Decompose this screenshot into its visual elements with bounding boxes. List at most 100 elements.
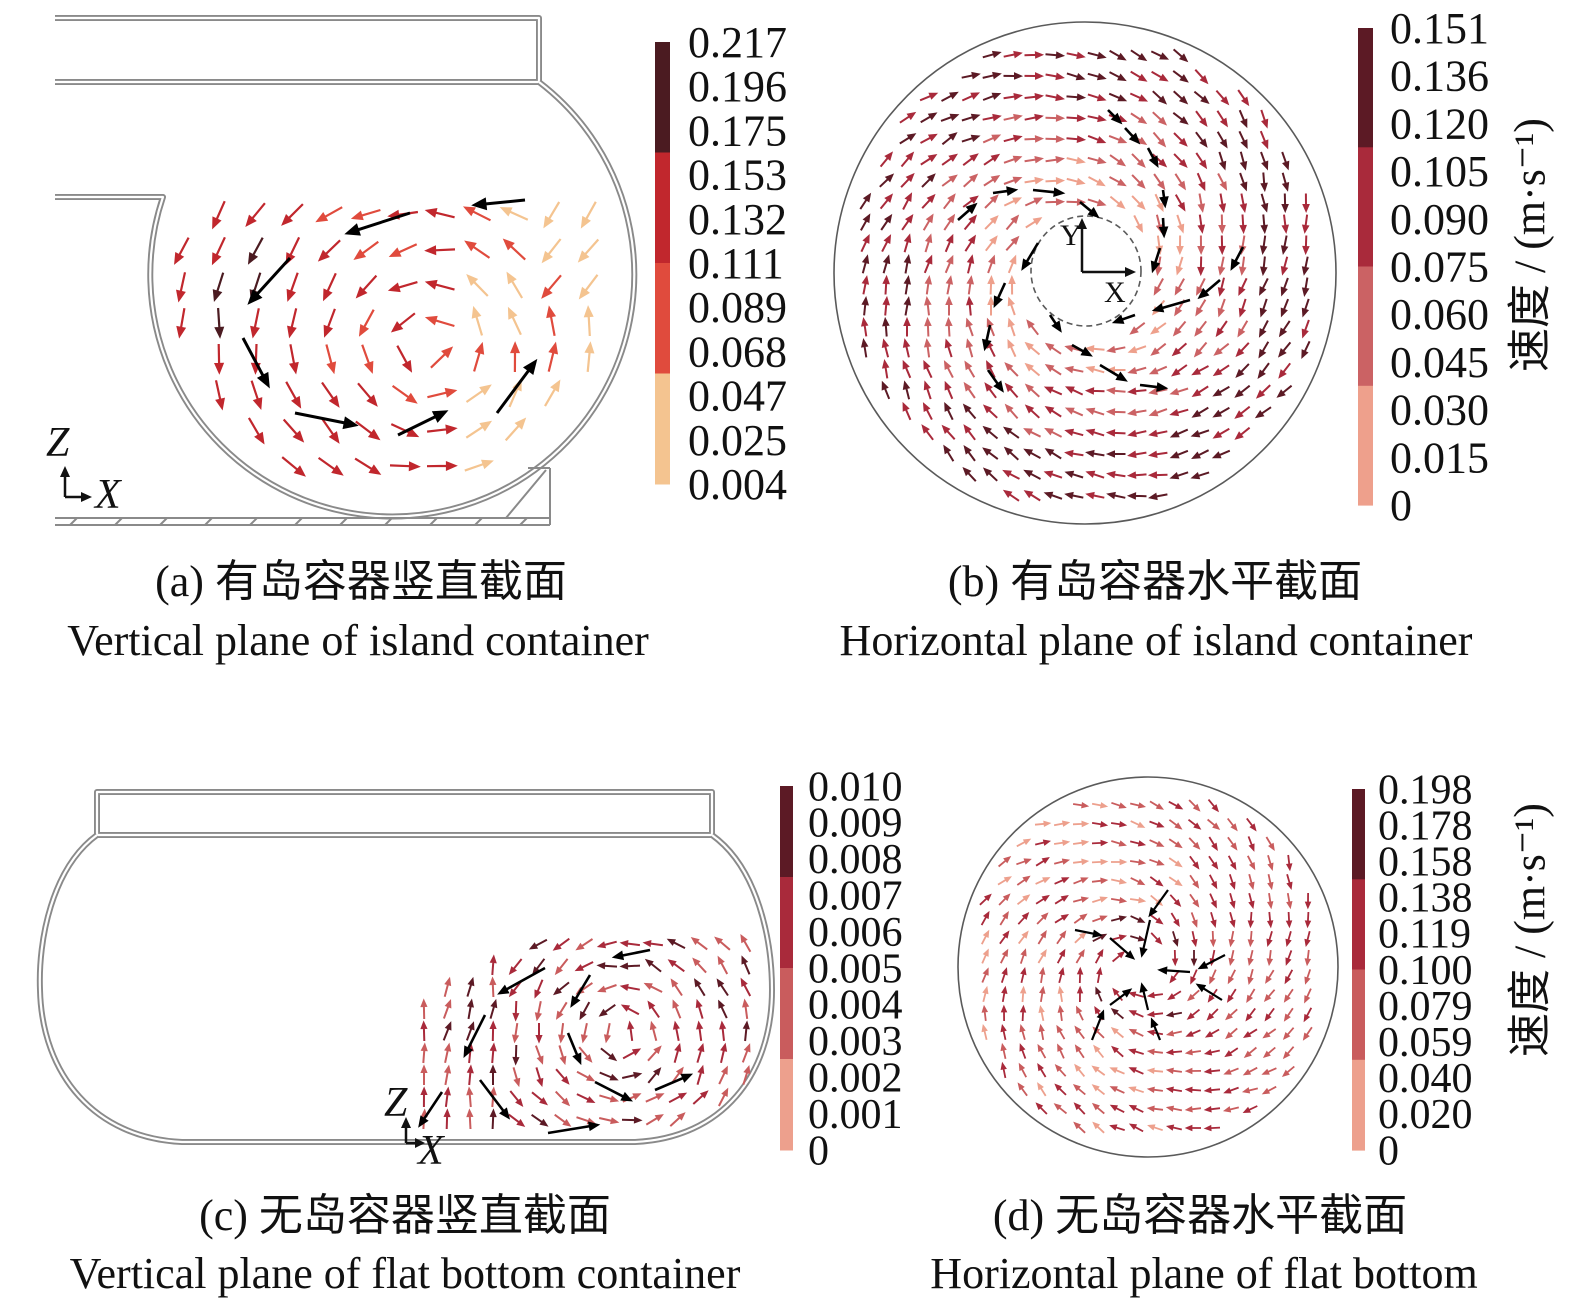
velocity-vector — [552, 981, 570, 996]
velocity-vector — [552, 937, 570, 951]
velocity-vector — [1146, 1086, 1164, 1093]
velocity-vector — [575, 938, 594, 951]
velocity-vector — [1128, 1086, 1144, 1094]
velocity-vector — [1003, 446, 1019, 461]
velocity-vector — [1127, 450, 1147, 459]
velocity-vector — [986, 360, 996, 379]
velocity-vector — [1203, 1067, 1221, 1075]
velocity-vector — [882, 254, 891, 274]
velocity-vector — [1222, 1106, 1240, 1113]
velocity-vector — [499, 207, 529, 221]
velocity-vector — [1023, 428, 1042, 438]
velocity-vector — [1152, 90, 1168, 105]
velocity-vector — [174, 237, 190, 265]
velocity-vector — [535, 1023, 543, 1044]
colorbar-tick-label: 0.008 — [808, 837, 903, 883]
velocity-vector — [695, 998, 704, 1019]
velocity-vector — [1043, 491, 1063, 500]
velocity-vector — [1276, 384, 1293, 398]
velocity-vector — [576, 1070, 596, 1082]
panel-a: Z X 0.2170.1960.1750.1530.1320.1110.0890… — [46, 15, 787, 665]
velocity-vector — [987, 254, 996, 274]
velocity-vector — [984, 194, 999, 209]
velocity-vector — [1044, 406, 1062, 418]
velocity-vector — [504, 417, 527, 442]
velocity-vector — [1106, 470, 1126, 479]
velocity-vector — [965, 317, 974, 337]
velocity-vector — [554, 958, 569, 976]
highlight-vector — [1074, 928, 1103, 938]
velocity-vector — [1247, 836, 1255, 852]
velocity-vector — [998, 893, 1011, 906]
highlight-vector — [1109, 937, 1136, 960]
velocity-vector — [599, 1094, 620, 1103]
velocity-vector — [1207, 799, 1220, 813]
velocity-vector — [718, 999, 728, 1019]
velocity-vector — [1165, 1011, 1183, 1018]
velocity-vector — [1259, 235, 1268, 255]
velocity-vector — [250, 380, 263, 411]
velocity-vector — [1280, 235, 1289, 255]
velocity-vector — [999, 910, 1009, 926]
vector-field-a — [174, 197, 600, 477]
velocity-vector — [288, 344, 299, 375]
container-outline — [957, 776, 1339, 1158]
highlight-vector — [1158, 217, 1169, 239]
velocity-vector — [528, 938, 548, 950]
highlight-vector — [611, 948, 651, 961]
velocity-vector — [1204, 1028, 1220, 1038]
velocity-vector — [600, 1047, 618, 1062]
velocity-vector — [1171, 342, 1188, 357]
velocity-vector — [558, 1045, 567, 1066]
velocity-vector — [1085, 470, 1105, 479]
velocity-vector — [1023, 448, 1041, 459]
velocity-vector — [1246, 855, 1256, 871]
highlight-vector — [570, 974, 592, 1008]
velocity-vector — [1038, 1004, 1045, 1021]
velocity-vector — [1265, 969, 1275, 984]
x-axis-arrowhead — [415, 1138, 425, 1148]
colorbar-tick-label: 0.059 — [1378, 1020, 1473, 1066]
velocity-vector — [1217, 277, 1226, 297]
velocity-vector — [1024, 72, 1045, 80]
velocity-vector — [1091, 802, 1109, 809]
highlight-vector — [654, 1073, 694, 1092]
velocity-vector — [1301, 340, 1311, 360]
velocity-vector — [1238, 298, 1247, 318]
velocity-vector — [1149, 858, 1165, 866]
velocity-vector — [923, 254, 933, 274]
velocity-vector — [1003, 72, 1024, 80]
velocity-vector — [1066, 135, 1087, 144]
velocity-vector — [1074, 1044, 1085, 1059]
velocity-vector — [924, 233, 933, 253]
coordinate-axes-b: Y X — [1060, 218, 1136, 309]
colorbar-tick-label: 0.002 — [808, 1056, 903, 1102]
velocity-vector — [510, 341, 521, 373]
velocity-vector — [1301, 319, 1310, 339]
velocity-vector — [1004, 362, 1019, 377]
velocity-vector — [1110, 821, 1128, 828]
velocity-vector — [1064, 449, 1084, 458]
colorbar-tick-label: 0.196 — [688, 62, 787, 111]
velocity-vector — [1146, 1010, 1164, 1018]
velocity-vector — [387, 281, 418, 293]
velocity-vector — [1195, 152, 1208, 170]
velocity-vector — [901, 214, 914, 231]
velocity-vector — [443, 1064, 452, 1086]
velocity-vector — [1262, 1046, 1276, 1058]
velocity-vector — [1045, 51, 1066, 60]
velocity-vector — [1129, 92, 1149, 102]
velocity-vector — [902, 380, 911, 400]
velocity-vector — [1087, 156, 1107, 165]
velocity-vector — [1001, 985, 1008, 1003]
highlight-vector — [247, 256, 292, 305]
velocity-vector — [718, 1087, 729, 1107]
velocity-vector — [879, 173, 895, 188]
colorbar-tick-label: 0.006 — [808, 910, 903, 956]
velocity-vector — [1109, 1104, 1125, 1114]
velocity-vector — [963, 424, 976, 441]
velocity-vector — [1109, 176, 1127, 187]
velocity-vector — [1019, 985, 1027, 1003]
velocity-vector — [1127, 366, 1147, 375]
